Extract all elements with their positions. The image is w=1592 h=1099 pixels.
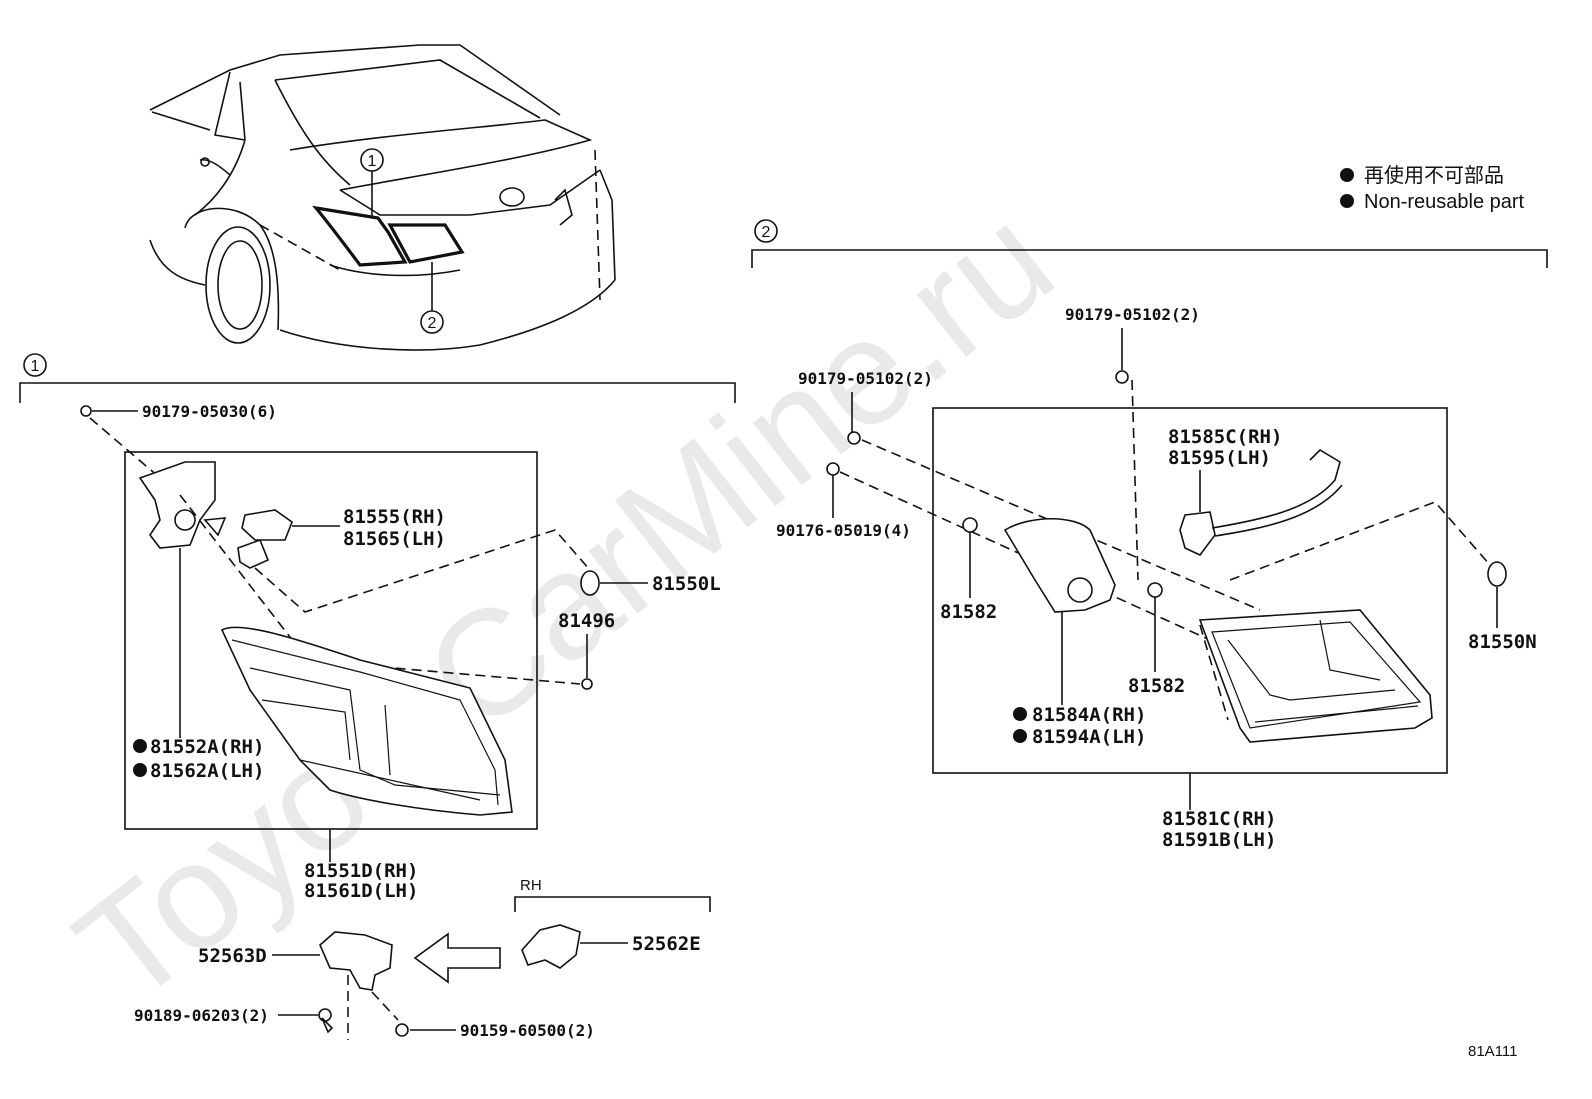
rh-label: RH [520,877,542,894]
group-1: 1 90179-05030(6) 81552A(RH) 81562A(LH) 8… [19,353,736,1040]
figure-code: 81A111 [1468,1043,1518,1060]
part-90179-05030: 90179-05030(6) [142,402,277,421]
part-81591b: 81591B(LH) [1162,829,1276,851]
part-81582-left: 81582 [940,601,997,623]
part-81595: 81595(LH) [1168,447,1271,469]
group-2-marker: 2 [762,224,771,241]
part-81584a: 81584A(RH) [1032,704,1146,726]
part-81555: 81555(RH) [343,506,446,528]
legend-en: Non-reusable part [1364,191,1525,213]
part-81562a: 81562A(LH) [150,760,264,782]
part-81496: 81496 [558,610,615,632]
car-callout-1: 1 [368,153,377,170]
watermark: ToyotaCarMine.ru [46,174,1082,1035]
part-81551d: 81551D(RH) [304,860,418,882]
part-90179-05102-left: 90179-05102(2) [798,369,933,388]
group-1-marker: 1 [31,358,40,375]
part-81585c: 81585C(RH) [1168,426,1282,448]
part-81582-right: 81582 [1128,675,1185,697]
part-81550l: 81550L [652,573,721,595]
part-81552a: 81552A(RH) [150,736,264,758]
part-81550n: 81550N [1468,631,1537,653]
part-90179-05102-top: 90179-05102(2) [1065,305,1200,324]
part-81581c: 81581C(RH) [1162,808,1276,830]
part-90159-60500: 90159-60500(2) [460,1021,595,1040]
legend-jp: 再使用不可部品 [1364,164,1504,187]
legend: 再使用不可部品 Non-reusable part [1340,164,1525,213]
part-52563d: 52563D [198,945,267,967]
part-90176-05019: 90176-05019(4) [776,521,911,540]
part-81565: 81565(LH) [343,528,446,550]
car-callout-2: 2 [428,315,437,332]
car-illustration: 1 2 [149,44,616,351]
part-81594a: 81594A(LH) [1032,726,1146,748]
part-52562e: 52562E [632,933,701,955]
part-81561d: 81561D(LH) [304,880,418,902]
part-90189-06203: 90189-06203(2) [134,1006,269,1025]
group-2: 2 90179-05102(2) 90179-05102(2) 90176-05… [751,219,1548,851]
